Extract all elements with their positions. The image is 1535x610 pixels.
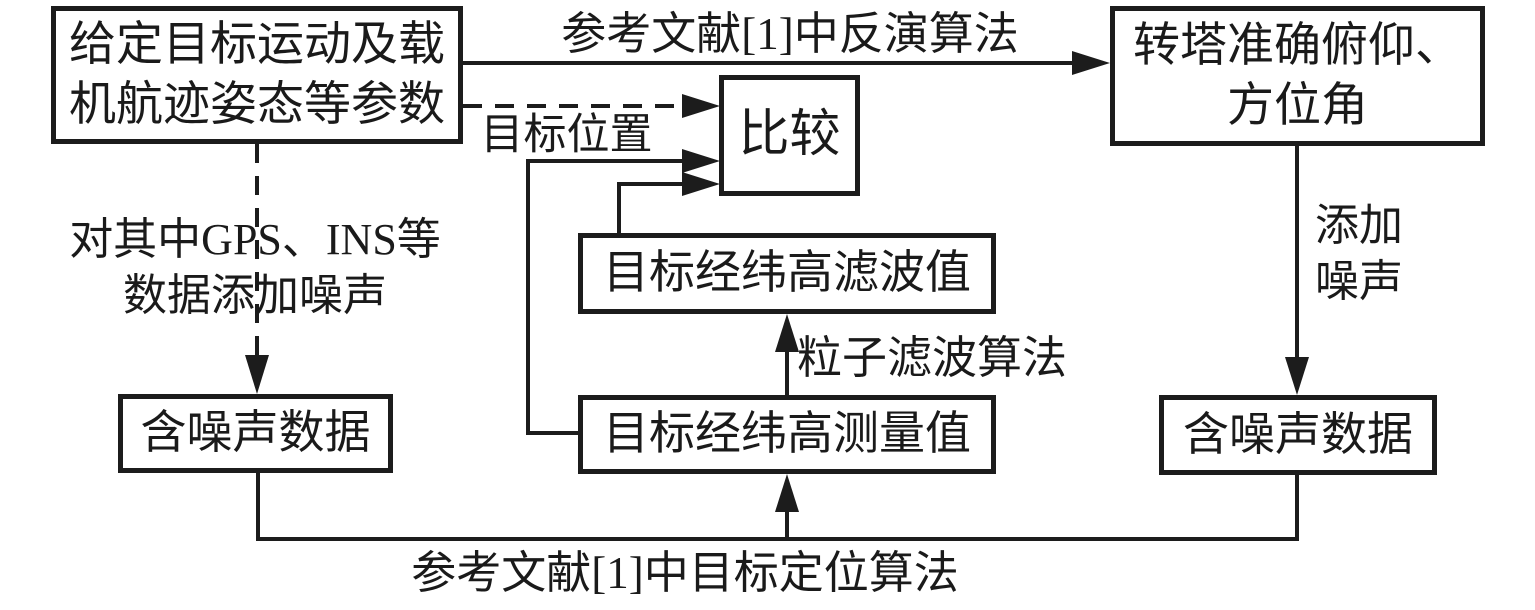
node-filtered-value: 目标经纬高滤波值	[578, 233, 996, 314]
node-measured-value: 目标经纬高测量值	[578, 395, 996, 474]
edge-label-gps-ins-noise: 对其中GPS、INS等 数据添加噪声	[15, 212, 495, 325]
edge-measured-to-compare	[526, 159, 684, 435]
edge-bottom-bus	[256, 473, 1299, 541]
node-turret-accurate-angles: 转塔准确俯仰、 方位角	[1110, 6, 1485, 146]
node-turret-accurate-angles-line1: 转塔准确俯仰、	[1133, 19, 1462, 72]
node-turret-accurate-angles-line2: 方位角	[1227, 80, 1368, 132]
node-given-parameters-line1: 给定目标运动及载	[69, 18, 445, 71]
node-filtered-value-label: 目标经纬高滤波值	[603, 247, 971, 299]
node-noisy-data-right: 含噪声数据	[1159, 395, 1437, 475]
edge-label-gps-ins-noise-line1: 对其中GPS、INS等	[69, 215, 441, 264]
node-noisy-data-right-label: 含噪声数据	[1183, 408, 1413, 460]
edge-label-add-noise: 添加 噪声	[1300, 198, 1418, 311]
arrowhead-particle-filter	[775, 314, 799, 352]
arrowhead-measured-to-compare	[682, 149, 720, 173]
edge-filtered-to-compare	[617, 182, 684, 235]
node-noisy-data-left: 含噪声数据	[118, 394, 393, 473]
node-measured-value-label: 目标经纬高测量值	[603, 408, 971, 460]
edge-label-gps-ins-noise-line2: 数据添加噪声	[123, 271, 387, 321]
arrowhead-filtered-to-compare	[682, 172, 720, 196]
edge-label-inverse-algorithm: 参考文献[1]中反演算法	[561, 9, 1019, 59]
node-given-parameters-line2: 机航迹姿态等参数	[69, 79, 445, 131]
arrowhead-localization	[775, 474, 799, 512]
node-compare-label: 比较	[738, 106, 841, 163]
edge-label-localization-algorithm: 参考文献[1]中目标定位算法	[411, 548, 959, 598]
edge-label-target-position: 目标位置	[480, 112, 653, 159]
node-noisy-data-left-label: 含噪声数据	[140, 407, 371, 459]
arrowhead-gps-noise	[245, 355, 269, 394]
node-compare: 比较	[719, 75, 860, 196]
arrowhead-inverse	[1072, 51, 1110, 75]
arrowhead-target-pos	[682, 94, 720, 118]
edge-label-add-noise-line2: 噪声	[1315, 257, 1403, 307]
edge-label-particle-filter: 粒子滤波算法	[797, 333, 1068, 383]
node-given-parameters: 给定目标运动及载 机航迹姿态等参数	[51, 6, 463, 144]
edge-label-add-noise-line1: 添加	[1315, 201, 1403, 250]
arrowhead-add-noise	[1285, 357, 1309, 395]
